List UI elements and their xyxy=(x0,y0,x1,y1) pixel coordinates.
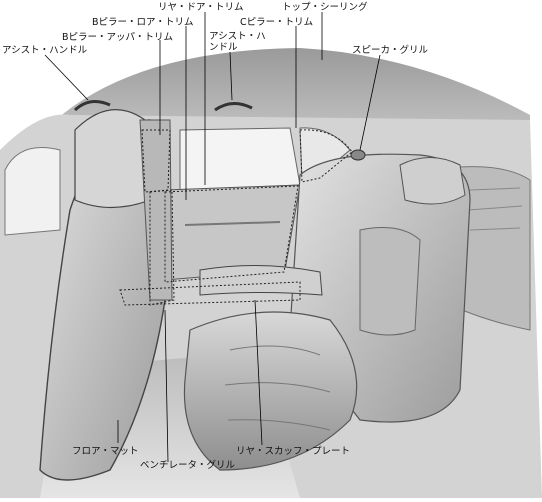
rear-window xyxy=(179,127,301,191)
front-headrest xyxy=(74,109,151,209)
c-pillar-outline xyxy=(299,129,353,183)
label-top-ceiling: トップ・シーリング xyxy=(282,2,368,13)
rear-door-outline xyxy=(164,185,299,283)
label-rear-door-trim: リヤ・ドア・トリム xyxy=(158,2,244,13)
rear-headrest xyxy=(399,157,466,205)
label-floor-mat: フロア・マット xyxy=(72,446,139,457)
front-window xyxy=(4,147,61,236)
rear-seat-cushion xyxy=(183,311,358,471)
label-c-pillar-trim: Cピラー・トリム xyxy=(240,17,314,28)
center-armrest xyxy=(199,264,323,296)
scuff-plate-outline xyxy=(119,281,301,306)
label-assist-handle-front: アシスト・ハンドル xyxy=(209,31,266,53)
speaker-grille xyxy=(350,149,366,161)
label-assist-handle-rear: アシスト・ハンドル xyxy=(2,45,88,56)
label-rear-scuff-plate: リヤ・スカッフ・プレート xyxy=(236,446,351,457)
label-b-pillar-lower-trim: Bピラー・ロア・トリム xyxy=(92,17,194,28)
b-pillar-upper-outline xyxy=(141,129,171,193)
b-pillar-lower-outline xyxy=(149,189,175,306)
label-ventilator-grille: ベンチレータ・グリル xyxy=(140,460,236,471)
assist-handle-rear xyxy=(73,99,111,112)
label-speaker-grille: スピーカ・グリル xyxy=(352,45,429,56)
assist-handle-front xyxy=(214,102,253,112)
label-b-pillar-upper-trim: Bピラー・アッパ・トリム xyxy=(62,32,174,43)
